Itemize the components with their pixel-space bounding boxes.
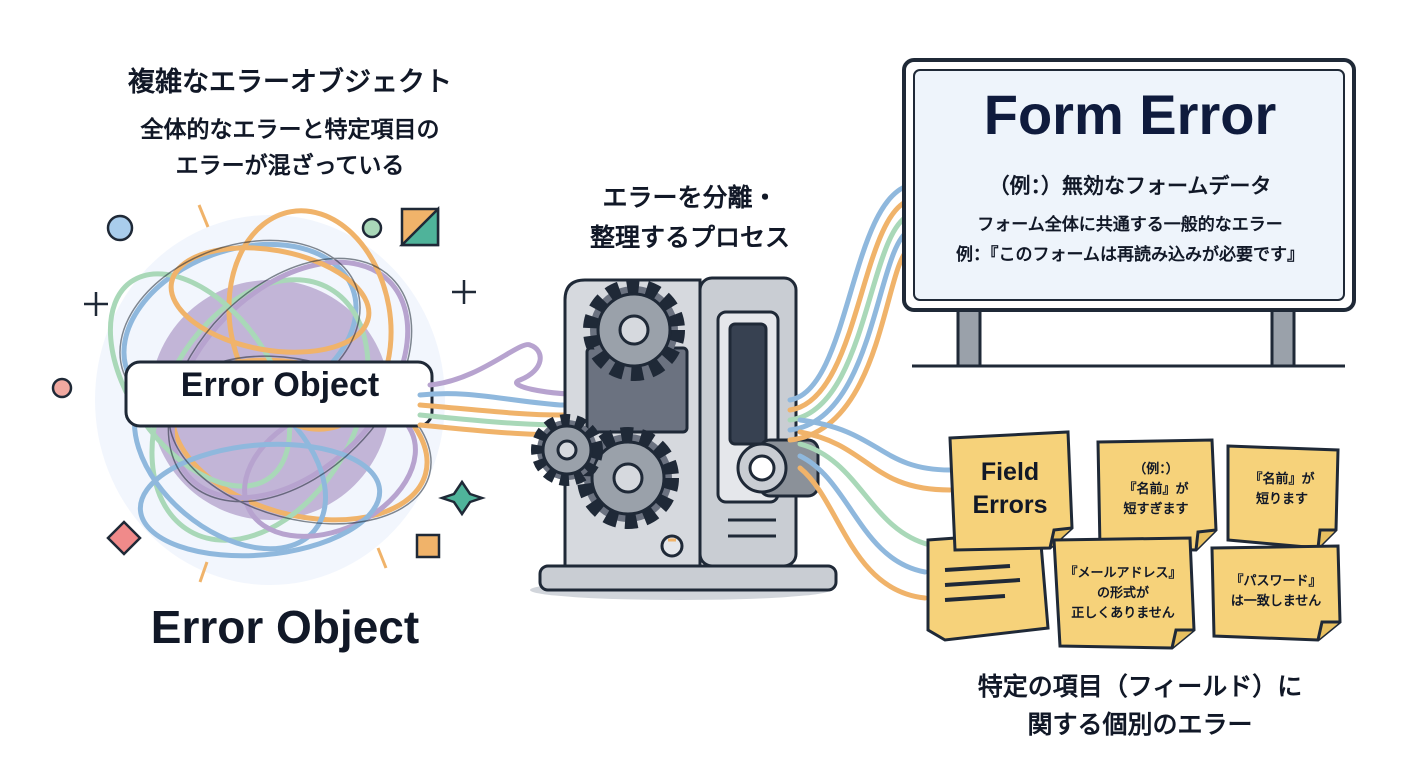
wires-to-form-error [787, 182, 913, 443]
note-line: 『名前』が [1123, 482, 1189, 497]
note-line: 正しくありません [1071, 606, 1175, 621]
note-line: 短すぎます [1123, 502, 1189, 517]
wires-to-field-errors [797, 417, 953, 601]
form-error-description-line: 例：『このフォームは再読み込みが必要です』 [956, 245, 1304, 265]
field-errors-caption-line: 関する個別のエラー [1027, 710, 1253, 739]
billboard-icon [902, 58, 1356, 368]
field-errors-label: Field Errors [952, 456, 1068, 522]
error-object-caption: Error Object [150, 601, 420, 653]
process-label-line: 整理するプロセス [589, 223, 790, 252]
field-error-note: 『名前』が 短ります [1228, 470, 1336, 510]
field-error-note: 『メールアドレス』 の形式が 正しくありません [1056, 564, 1190, 624]
note-line: 『パスワード』 [1230, 574, 1322, 589]
field-errors-caption-line: 特定の項目（フィールド）に [977, 672, 1303, 701]
tangle-title: 複雑なエラーオブジェクト [128, 67, 452, 98]
form-error-title: Form Error [983, 83, 1277, 146]
note-line: （例：） [1133, 462, 1179, 477]
tangle-subtitle: 全体的なエラーと特定項目の エラーが混ざっている [80, 112, 500, 184]
gear-icon [531, 279, 685, 529]
tangle-subtitle-line: エラーが混ざっている [175, 153, 405, 179]
note-line: は一致しません [1230, 594, 1322, 609]
field-error-note: （例：） 『名前』が 短すぎます [1100, 460, 1212, 520]
field-errors-label-line: Errors [972, 491, 1048, 519]
note-line: の形式が [1096, 586, 1149, 601]
field-errors-label-line: Field [980, 458, 1040, 486]
error-object-label: Error Object [180, 366, 380, 404]
form-error-description-line: フォーム全体に共通する一般的なエラー [977, 215, 1283, 235]
tangle-subtitle-line: 全体的なエラーと特定項目の [140, 117, 440, 143]
field-errors-caption: 特定の項目（フィールド）に 関する個別のエラー [920, 668, 1360, 744]
sparkle-icon [51, 204, 486, 583]
sticky-note-icon [926, 430, 1342, 650]
note-line: 短ります [1255, 492, 1308, 507]
form-error-description: フォーム全体に共通する一般的なエラー 例：『このフォームは再読み込みが必要です』 [910, 210, 1350, 270]
form-error-example: （例：）無効なフォームデータ [988, 174, 1272, 198]
process-label: エラーを分離・ 整理するプロセス [520, 178, 860, 258]
field-error-note: 『パスワード』 は一致しません [1214, 572, 1338, 612]
note-line: 『名前』が [1249, 472, 1315, 487]
note-line: 『メールアドレス』 [1064, 566, 1182, 581]
process-label-line: エラーを分離・ [602, 183, 778, 212]
